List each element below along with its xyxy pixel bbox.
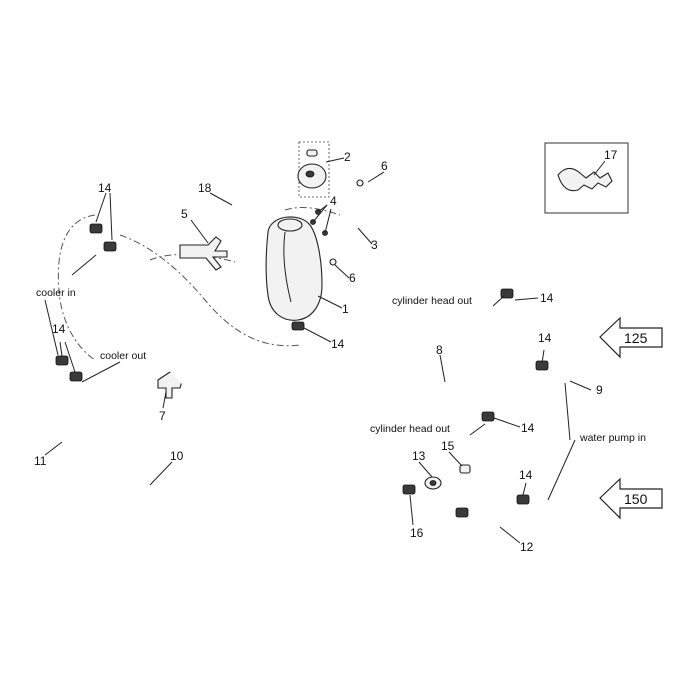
label-cylinder-head-out-lower: cylinder head out bbox=[370, 423, 450, 435]
label-6-lower: 6 bbox=[349, 271, 356, 285]
label-14-pump-upper: 14 bbox=[538, 331, 552, 345]
label-cylinder-head-out-upper: cylinder head out bbox=[392, 295, 472, 307]
label-7: 7 bbox=[159, 409, 166, 423]
label-2: 2 bbox=[344, 150, 351, 164]
leader-lines bbox=[44, 157, 592, 544]
label-14-head-lower: 14 bbox=[521, 421, 535, 435]
label-17: 17 bbox=[604, 148, 618, 162]
label-cooler-out: cooler out bbox=[100, 350, 146, 362]
arrow-125-label: 125 bbox=[624, 330, 648, 346]
arrow-125: 125 bbox=[599, 316, 663, 359]
label-18: 18 bbox=[198, 181, 212, 195]
label-4: 4 bbox=[330, 194, 337, 208]
lower-cooler-hose bbox=[45, 366, 116, 471]
hose-10 bbox=[95, 455, 445, 552]
arrow-150-label: 150 bbox=[624, 491, 648, 507]
label-water-pump-in: water pump in bbox=[579, 432, 646, 444]
hose-3 bbox=[329, 177, 373, 266]
part-17-inset bbox=[544, 142, 629, 214]
label-10: 10 bbox=[170, 449, 184, 463]
label-14-tank: 14 bbox=[331, 337, 345, 351]
label-cooler-in: cooler in bbox=[36, 287, 76, 299]
label-1: 1 bbox=[342, 302, 349, 316]
hose-8 bbox=[145, 287, 516, 416]
expansion-tank bbox=[265, 216, 323, 331]
label-14-pump-lower: 14 bbox=[519, 468, 533, 482]
label-16: 16 bbox=[410, 526, 424, 540]
label-15: 15 bbox=[441, 439, 455, 453]
hose-18 bbox=[233, 148, 320, 380]
label-14-upper-right: 14 bbox=[540, 291, 554, 305]
label-8: 8 bbox=[436, 343, 443, 357]
arrow-150: 150 bbox=[599, 477, 663, 520]
label-6-upper: 6 bbox=[381, 159, 388, 173]
label-11: 11 bbox=[34, 454, 47, 468]
hose-12 bbox=[450, 420, 551, 531]
label-3: 3 bbox=[371, 238, 378, 252]
clamps-14 bbox=[55, 223, 549, 505]
label-5: 5 bbox=[181, 207, 188, 221]
label-13: 13 bbox=[412, 449, 426, 463]
fittings-13-15-16 bbox=[402, 451, 471, 526]
dashed-routing-lines bbox=[57, 207, 341, 361]
label-12: 12 bbox=[520, 540, 534, 554]
label-9: 9 bbox=[596, 383, 603, 397]
label-14-mid-left: 14 bbox=[52, 322, 66, 336]
tank-cap bbox=[297, 141, 330, 198]
part-number-labels: 17 2 6 18 4 5 3 6 1 14 14 14 14 14 14 14… bbox=[34, 148, 618, 554]
label-14-top: 14 bbox=[98, 181, 112, 195]
screws-4 bbox=[310, 204, 332, 236]
text-labels: cooler in cooler out cylinder head out c… bbox=[36, 287, 646, 444]
bracket-5 bbox=[179, 236, 228, 271]
